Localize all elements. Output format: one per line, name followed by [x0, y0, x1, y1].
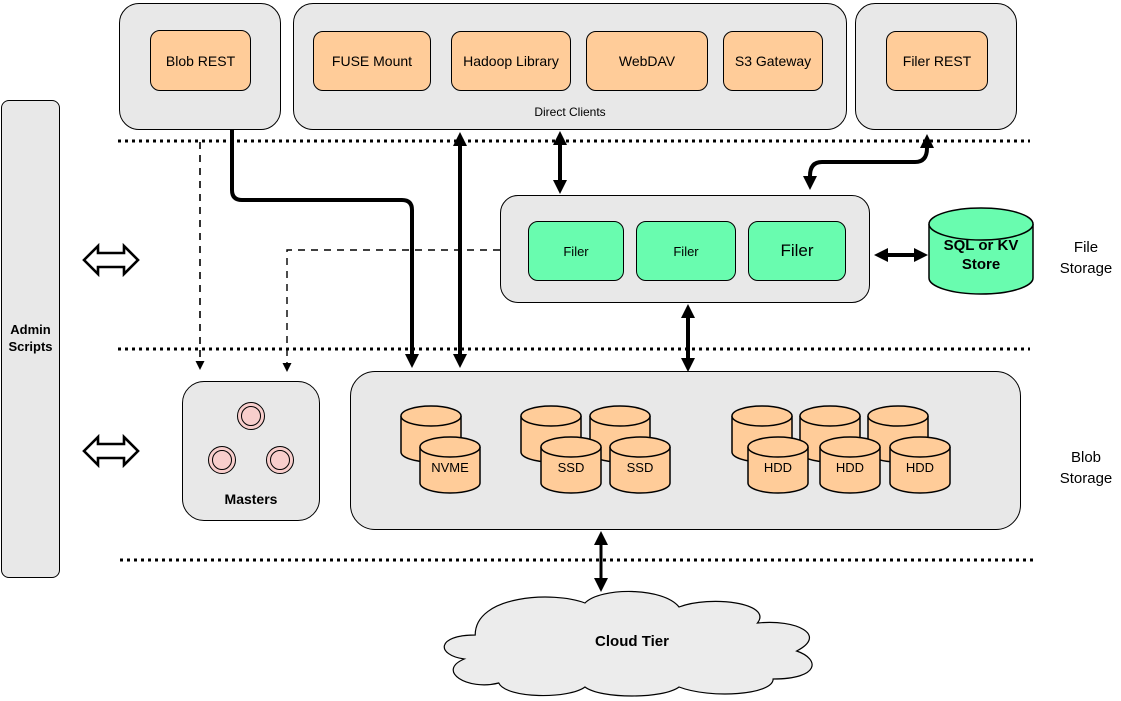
- nvme-label: NVME: [431, 460, 469, 475]
- database-cylinder-icon: [928, 207, 1034, 295]
- filer-rest-label: Filer REST: [902, 53, 972, 69]
- filer-3-label: Filer: [780, 241, 814, 260]
- master-node-core-icon: [241, 406, 261, 426]
- hdd-cylinder: HDD: [889, 436, 951, 499]
- hdd-label: HDD: [905, 460, 935, 475]
- ssd-cylinder: SSD: [609, 436, 671, 499]
- ssd-label: SSD: [557, 460, 585, 475]
- file-storage-layer-label: File Storage: [1059, 239, 1113, 277]
- blob-rest-box: Blob REST: [150, 30, 251, 91]
- masters-group: Masters: [182, 381, 320, 521]
- filer-box-3: Filer: [748, 221, 846, 281]
- arrow-blobrest-to-blobstorage: [230, 130, 419, 368]
- blob-rest-group: Blob REST: [119, 3, 281, 130]
- direct-clients-group: FUSE Mount Hadoop Library WebDAV S3 Gate…: [293, 3, 847, 130]
- hdd-cylinder: HDD: [819, 436, 881, 499]
- blob-storage-layer-label: Blob Storage: [1059, 449, 1113, 487]
- arrow-filerrest-filers: [803, 134, 934, 190]
- s3-gateway-box: S3 Gateway: [723, 31, 823, 91]
- sql-kv-store-cylinder: SQL or KV Store: [928, 207, 1034, 295]
- hdd-label: HDD: [835, 460, 865, 475]
- master-node-icon: [266, 446, 294, 474]
- ssd-label: SSD: [626, 460, 654, 475]
- admin-filestorage-double-arrow-icon: [82, 242, 140, 278]
- hdd-cylinder: HDD: [747, 436, 809, 499]
- s3-gateway-label: S3 Gateway: [734, 53, 812, 69]
- ssd-cylinder: SSD: [540, 436, 602, 499]
- blob-rest-label: Blob REST: [165, 52, 236, 69]
- hadoop-library-label: Hadoop Library: [463, 53, 559, 69]
- masters-label: Masters: [224, 491, 278, 507]
- admin-blobstorage-double-arrow-icon: [82, 433, 140, 469]
- cloud-icon: [436, 587, 828, 699]
- sql-kv-store-label: SQL or KV Store: [943, 237, 1019, 273]
- fuse-mount-box: FUSE Mount: [313, 31, 431, 91]
- webdav-label: WebDAV: [618, 53, 676, 69]
- webdav-box: WebDAV: [586, 31, 708, 91]
- cloud-tier-label: Cloud Tier: [595, 633, 669, 650]
- direct-clients-caption: Direct Clients: [534, 105, 606, 119]
- fuse-mount-label: FUSE Mount: [331, 53, 413, 69]
- cloud-tier-shape: Cloud Tier: [436, 587, 828, 699]
- filer-2-label: Filer: [673, 243, 699, 259]
- filer-group: Filer Filer Filer: [500, 195, 870, 303]
- filer-box-2: Filer: [636, 221, 736, 281]
- master-node-icon: [208, 446, 236, 474]
- filer-rest-box: Filer REST: [886, 31, 988, 91]
- master-node-icon: [237, 402, 265, 430]
- dashed-arrow-filers-masters: [282, 249, 500, 372]
- hadoop-library-box: Hadoop Library: [451, 31, 571, 91]
- master-node-core-icon: [212, 450, 232, 470]
- admin-scripts-panel: Admin Scripts: [1, 100, 60, 578]
- filer-rest-group: Filer REST: [855, 3, 1017, 130]
- nvme-cylinder: NVME: [419, 436, 481, 499]
- hdd-label: HDD: [763, 460, 793, 475]
- filer-1-label: Filer: [563, 243, 589, 259]
- admin-scripts-label: Admin Scripts: [8, 322, 53, 354]
- filer-box-1: Filer: [528, 221, 624, 281]
- master-node-core-icon: [270, 450, 290, 470]
